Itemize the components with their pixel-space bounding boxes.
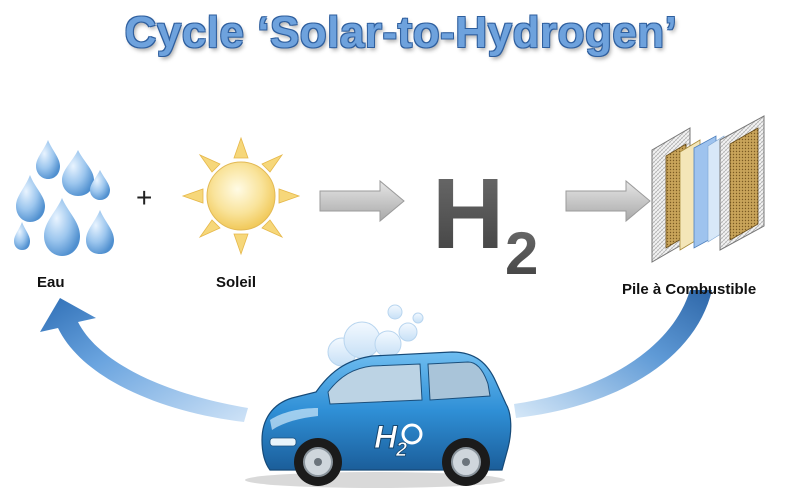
plus-sign: + [136,182,153,213]
return-arrow-right-icon [514,290,712,418]
car-badge-sub: 2 [395,439,407,461]
water-drops-icon [14,140,114,256]
sun-label: Soleil [216,274,257,291]
fuel-cell-icon [651,115,765,263]
return-arrow-left-icon [40,298,248,422]
page-title: Cycle ‘Solar-to-Hydrogen’ [124,8,678,57]
hydrogen-subscript: 2 [505,220,538,287]
arrow-to-fuel-cell-icon [565,179,651,223]
hydrogen-h-letter: H [432,158,504,270]
sun-icon [181,136,301,256]
fuel-cell-label: Pile à Combustible [622,281,757,298]
hydrogen-symbol: H 2 [432,158,538,287]
bubbles-icon [327,304,424,367]
hydrogen-car-icon: H 2 [245,351,512,488]
arrow-to-hydrogen-icon [319,179,405,223]
water-label: Eau [37,274,65,291]
car-badge-h: H [374,419,398,455]
